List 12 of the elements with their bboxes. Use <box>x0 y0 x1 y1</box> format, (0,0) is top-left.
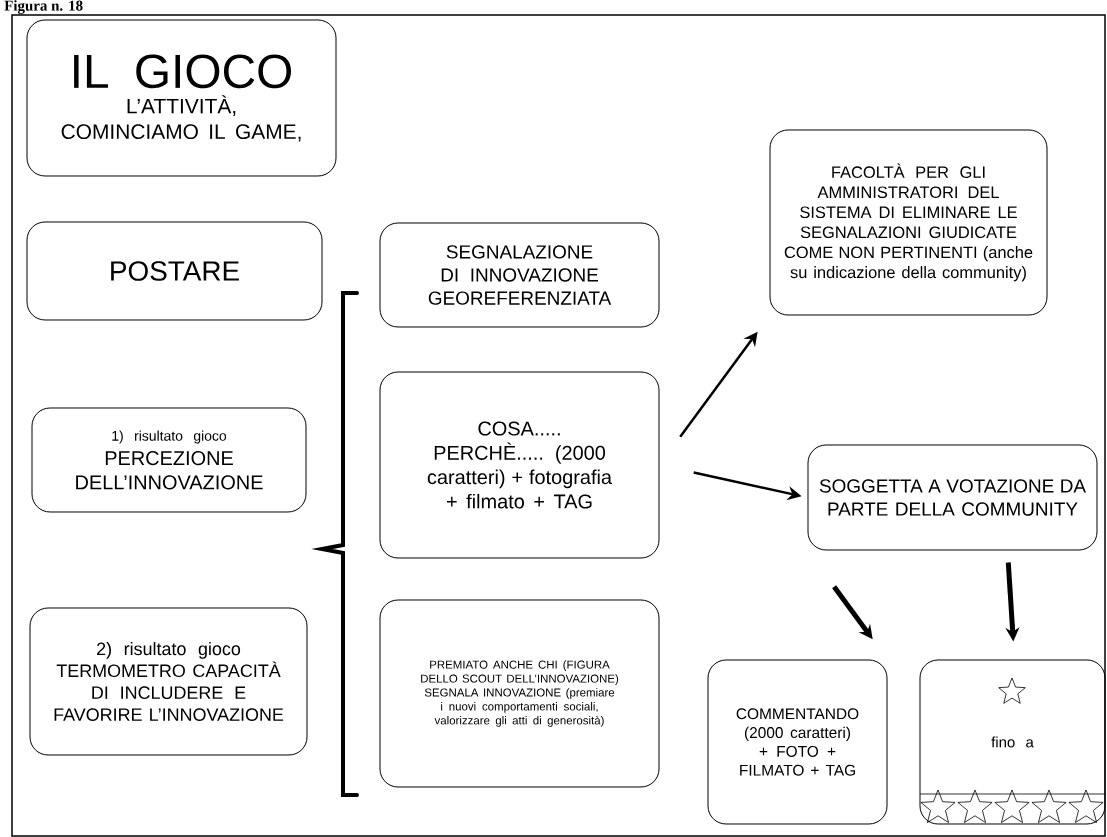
result-box: 1) risultato gioco PERCEZIONE DELL’INNOVAZIONE <box>31 407 307 513</box>
rating-box: fino a <box>919 659 1106 825</box>
process-box: COMMENTANDO (2000 caratteri) + FOTO + FILMATO + TAG <box>707 659 888 825</box>
result-box: 2) risultato gioco TERMOMETRO CAPACITÀ DI INCLUDERE E FAVORIRE L’INNOVAZIONE <box>29 607 308 756</box>
process-box: SEGNALAZIONE DI INNOVAZIONE GEOREFERENZIATA <box>379 222 660 328</box>
process-box: POSTARE <box>26 221 323 321</box>
figure-title: Figura n. 18 <box>4 0 83 14</box>
process-box: PREMIATO ANCHE CHI (FIGURA DELLO SCOUT DELL’INNOVAZIONE) SEGNALA INNOVAZIONE (premiare i nuovi comportamenti sociali, valorizzare gli atti di generosità) <box>379 599 660 788</box>
process-box: COSA..... PERCHÈ..... (2000 caratteri) + fotografia + filmato + TAG <box>379 371 660 559</box>
process-box: FACOLTÀ PER GLI AMMINISTRATORI DEL SISTEMA DI ELIMINARE LE SEGNALAZIONI GIUDICATE COME NON PERTINENTI (anche su indicazione della community) <box>769 129 1048 316</box>
title-box: IL GIOCO L’ATTIVITÀ, COMINCIAMO IL GAME, <box>26 19 337 177</box>
process-box: SOGGETTA A VOTAZIONE DA PARTE DELLA COMMUNITY <box>807 444 1098 551</box>
